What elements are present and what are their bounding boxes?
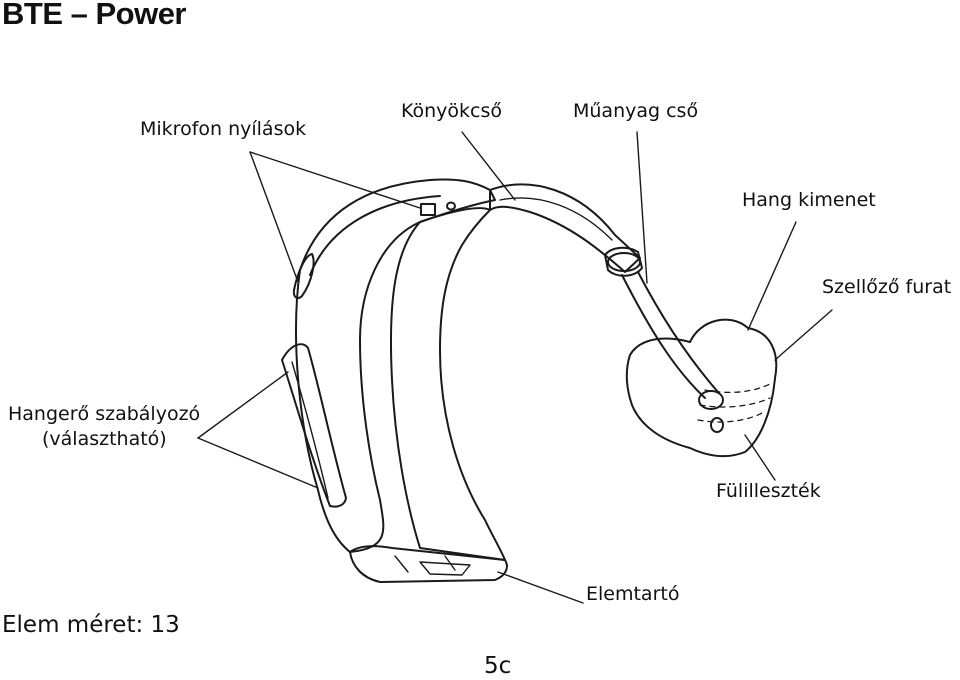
hearing-aid-body — [295, 178, 496, 553]
leader-earmold — [744, 434, 776, 481]
leader-volume-1 — [197, 371, 289, 439]
label-volume-control-line2: (választható) — [42, 428, 167, 450]
page-number: 5c — [484, 653, 512, 679]
label-sound-outlet: Hang kimenet — [742, 189, 876, 211]
label-volume-control-line1: Hangerő szabályozó — [8, 403, 201, 425]
leader-battery — [497, 571, 584, 604]
battery-door — [349, 545, 508, 583]
side-microphone-slot — [292, 253, 315, 299]
body-inner-line — [309, 195, 441, 276]
body-front-panel — [389, 207, 506, 561]
plastic-tube-2 — [637, 271, 719, 393]
battery-door-grip-2 — [394, 555, 456, 573]
label-battery-holder: Elemtartó — [586, 583, 680, 605]
label-vent: Szellőző furat — [822, 276, 952, 298]
label-earmold: Fülilleszték — [716, 480, 821, 502]
vent-opening — [710, 417, 724, 433]
sound-outlet-ring — [607, 252, 641, 272]
earmold-dash-3 — [697, 411, 765, 423]
leader-volume-2 — [197, 437, 319, 489]
earmold-dash-2 — [699, 397, 771, 408]
elbow-hook — [489, 183, 641, 273]
leader-mic-1 — [249, 151, 421, 209]
leader-vent — [774, 309, 833, 361]
page-title: BTE – Power — [2, 0, 187, 31]
leader-sound-outlet — [747, 221, 797, 331]
microphone-opening-2 — [446, 201, 456, 211]
elbow-hook-inner — [499, 197, 613, 241]
tube-entry — [698, 390, 724, 410]
earmold — [625, 318, 778, 458]
battery-size: Elem méret: 13 — [2, 612, 180, 638]
label-plastic-tube: Műanyag cső — [573, 100, 699, 122]
leader-tube — [636, 131, 648, 284]
microphone-opening-1 — [420, 203, 436, 216]
sound-outlet — [604, 246, 643, 277]
plastic-tube — [621, 274, 706, 399]
earmold-dash-1 — [704, 382, 773, 394]
volume-control-edge — [291, 361, 329, 499]
battery-door-grip — [419, 561, 471, 576]
leader-mic-2 — [249, 151, 299, 283]
label-elbow: Könyökcső — [401, 100, 503, 122]
label-microphone-openings: Mikrofon nyílások — [140, 118, 307, 140]
volume-control — [281, 343, 347, 508]
leader-elbow — [461, 131, 516, 201]
